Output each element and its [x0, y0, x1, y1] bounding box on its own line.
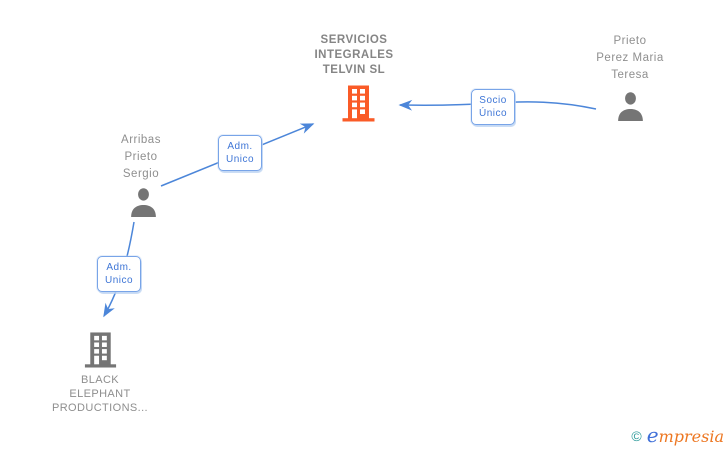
- empresia-logo-e: e: [646, 423, 659, 447]
- empresia-watermark: © empresia: [631, 423, 724, 447]
- person-icon[interactable]: [129, 187, 158, 218]
- edge-label-line: Único: [479, 108, 508, 119]
- node-label-line: Prieto: [613, 35, 647, 47]
- edge-label-line: Unico: [105, 275, 134, 286]
- node-label-prieto-perez-maria-teresa[interactable]: Prieto Perez Maria Teresa: [555, 33, 705, 84]
- edge-label-socio-unico: Socio Único: [471, 89, 516, 125]
- node-label-black-elephant-productions[interactable]: BLACK ELEPHANT PRODUCTIONS...: [25, 373, 175, 415]
- node-label-arribas-prieto-sergio[interactable]: Arribas Prieto Sergio: [66, 132, 216, 183]
- node-label-line: Teresa: [611, 69, 649, 81]
- copyright-symbol: ©: [631, 428, 642, 444]
- node-label-servicios-integrales-telvin[interactable]: SERVICIOS INTEGRALES TELVIN SL: [279, 33, 429, 78]
- node-label-line: Sergio: [122, 168, 160, 180]
- building-icon[interactable]: [83, 331, 118, 368]
- empresia-logo-text: mpresia: [658, 427, 724, 446]
- node-label-line: INTEGRALES: [314, 49, 394, 61]
- person-icon[interactable]: [616, 91, 645, 122]
- building-icon[interactable]: [341, 84, 376, 122]
- node-label-line: Prieto: [124, 151, 158, 163]
- node-label-line: TELVIN SL: [322, 64, 386, 76]
- node-label-line: Perez Maria: [596, 52, 664, 64]
- edge-label-line: Adm.: [227, 141, 253, 152]
- node-label-line: Arribas: [121, 134, 161, 146]
- node-label-line: ELEPHANT: [69, 388, 131, 400]
- edge-label-line: Socio: [479, 95, 507, 106]
- node-label-line: PRODUCTIONS...: [51, 402, 149, 414]
- edge-label-adm-unico-black: Adm. Unico: [97, 256, 142, 292]
- edge-label-line: Adm.: [106, 262, 132, 273]
- edge-label-adm-unico-telvin: Adm. Unico: [218, 135, 263, 171]
- node-label-line: SERVICIOS: [320, 34, 388, 46]
- node-label-line: BLACK: [80, 374, 120, 386]
- edge-label-line: Unico: [226, 154, 255, 165]
